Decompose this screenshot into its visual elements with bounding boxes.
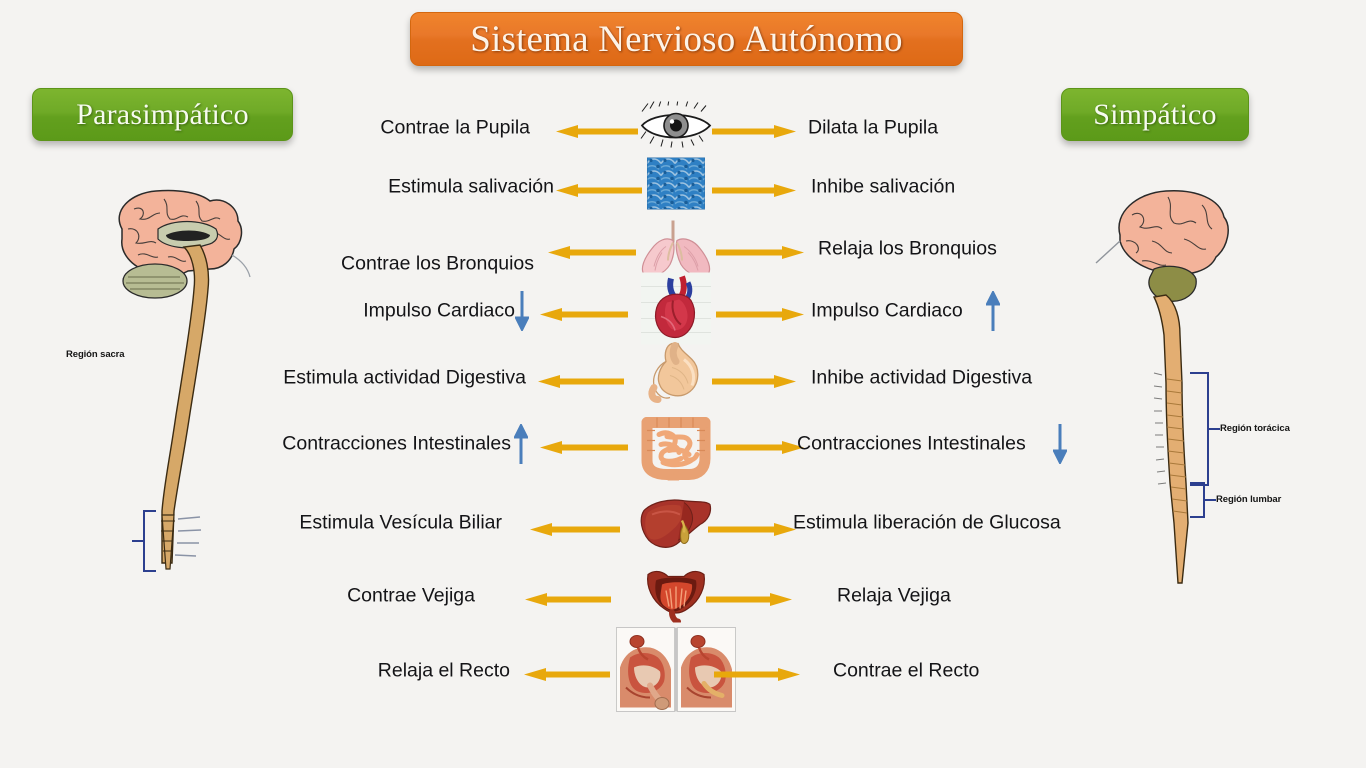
row-lungs-left-label: Contrae los Bronquios	[341, 252, 534, 275]
row-liver-left-label: Estimula Vesícula Biliar	[299, 511, 502, 534]
arrow-right-rectum	[714, 667, 800, 681]
sympathetic-header: Simpático	[1061, 88, 1249, 141]
page-title: Sistema Nervioso Autónomo	[410, 12, 963, 66]
row-lungs-right-label: Relaja los Bronquios	[818, 237, 997, 260]
row-stomach-left-label: Estimula actividad Digestiva	[283, 366, 526, 389]
arrow-right-intestines	[716, 440, 804, 454]
eye-icon	[638, 99, 714, 155]
intestines-icon	[633, 405, 719, 486]
arrow-right-lungs	[716, 245, 804, 259]
arrow-left-intestines	[540, 440, 628, 454]
parasympathetic-spinal-cord-illustration: Región sacra	[60, 185, 290, 580]
bladder-icon	[642, 565, 710, 628]
right-region-label-lumbar: Región lumbar	[1216, 494, 1282, 505]
row-salivary-left-label: Estimula salivación	[388, 175, 554, 198]
row-bladder-right-label: Relaja Vejiga	[837, 584, 951, 607]
sympathetic-spinal-cord-illustration: Región torácica Región lumbar	[1092, 183, 1342, 603]
row-rectum-right-label: Contrae el Recto	[833, 659, 980, 682]
row-heart-left-label: Impulso Cardiaco	[363, 299, 515, 322]
row-liver-right-label: Estimula liberación de Glucosa	[793, 511, 1061, 534]
arrow-right-liver	[708, 522, 796, 536]
parasympathetic-header: Parasimpático	[32, 88, 293, 141]
row-intestines-left-label: Contracciones Intestinales	[282, 432, 511, 455]
arrow-left-bladder	[525, 592, 611, 606]
arrow-right-bladder	[706, 592, 792, 606]
liver-icon	[638, 495, 714, 562]
arrow-left-liver	[530, 522, 620, 536]
row-bladder-left-label: Contrae Vejiga	[347, 584, 475, 607]
row-salivary-right-label: Inhibe salivación	[811, 175, 956, 198]
salivary-gland-icon	[646, 157, 706, 215]
arrow-left-stomach	[538, 374, 624, 388]
trend-up-icon-intestines	[513, 422, 529, 464]
arrow-right-heart	[716, 307, 804, 321]
row-eye-right-label: Dilata la Pupila	[808, 116, 939, 139]
row-intestines-right-label: Contracciones Intestinales	[797, 432, 1026, 455]
trend-down-icon-intestines	[1052, 424, 1068, 466]
row-heart-right-label: Impulso Cardiaco	[811, 299, 963, 322]
left-region-label-sacra: Región sacra	[66, 349, 125, 360]
heart-icon	[641, 272, 711, 350]
arrow-left-eye	[556, 124, 638, 138]
arrow-left-rectum	[524, 667, 610, 681]
trend-down-icon-heart	[514, 291, 530, 333]
arrow-right-salivary	[712, 183, 796, 197]
arrow-left-salivary	[556, 183, 642, 197]
trend-up-icon-heart	[985, 289, 1001, 331]
arrow-right-eye	[712, 124, 796, 138]
row-rectum-left-label: Relaja el Recto	[377, 659, 510, 682]
row-stomach-right-label: Inhibe actividad Digestiva	[811, 366, 1033, 389]
arrow-left-heart	[540, 307, 628, 321]
row-eye-left-label: Contrae la Pupila	[380, 116, 530, 139]
arrow-left-lungs	[548, 245, 636, 259]
rectum-icon	[615, 627, 737, 717]
right-region-label-toracica: Región torácica	[1220, 423, 1290, 434]
stomach-icon	[640, 342, 712, 409]
arrow-right-stomach	[712, 374, 796, 388]
